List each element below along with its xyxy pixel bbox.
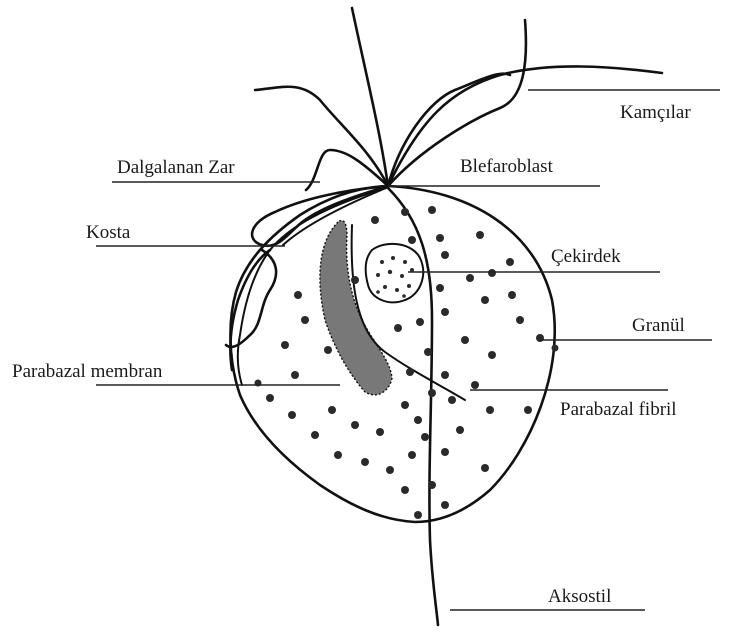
label-parabasal-membrane: Parabazal membran xyxy=(12,361,163,382)
label-flagella: Kamçılar xyxy=(620,102,691,123)
label-axostyle: Aksostil xyxy=(548,586,611,607)
label-blepharoblast: Blefaroblast xyxy=(460,156,554,177)
axostyle xyxy=(388,188,438,625)
label-nucleus: Çekirdek xyxy=(551,246,621,267)
label-costa: Kosta xyxy=(86,222,131,243)
flagella xyxy=(255,8,662,190)
flagellum xyxy=(255,87,388,186)
label-undulating-membrane: Dalgalanan Zar xyxy=(117,157,235,178)
flagellum xyxy=(306,150,388,190)
label-granule: Granül xyxy=(632,315,685,336)
nucleus xyxy=(366,244,423,302)
label-parabasal-fibril: Parabazal fibril xyxy=(560,399,677,420)
granules xyxy=(255,206,559,519)
parabasal-membrane xyxy=(320,221,392,395)
